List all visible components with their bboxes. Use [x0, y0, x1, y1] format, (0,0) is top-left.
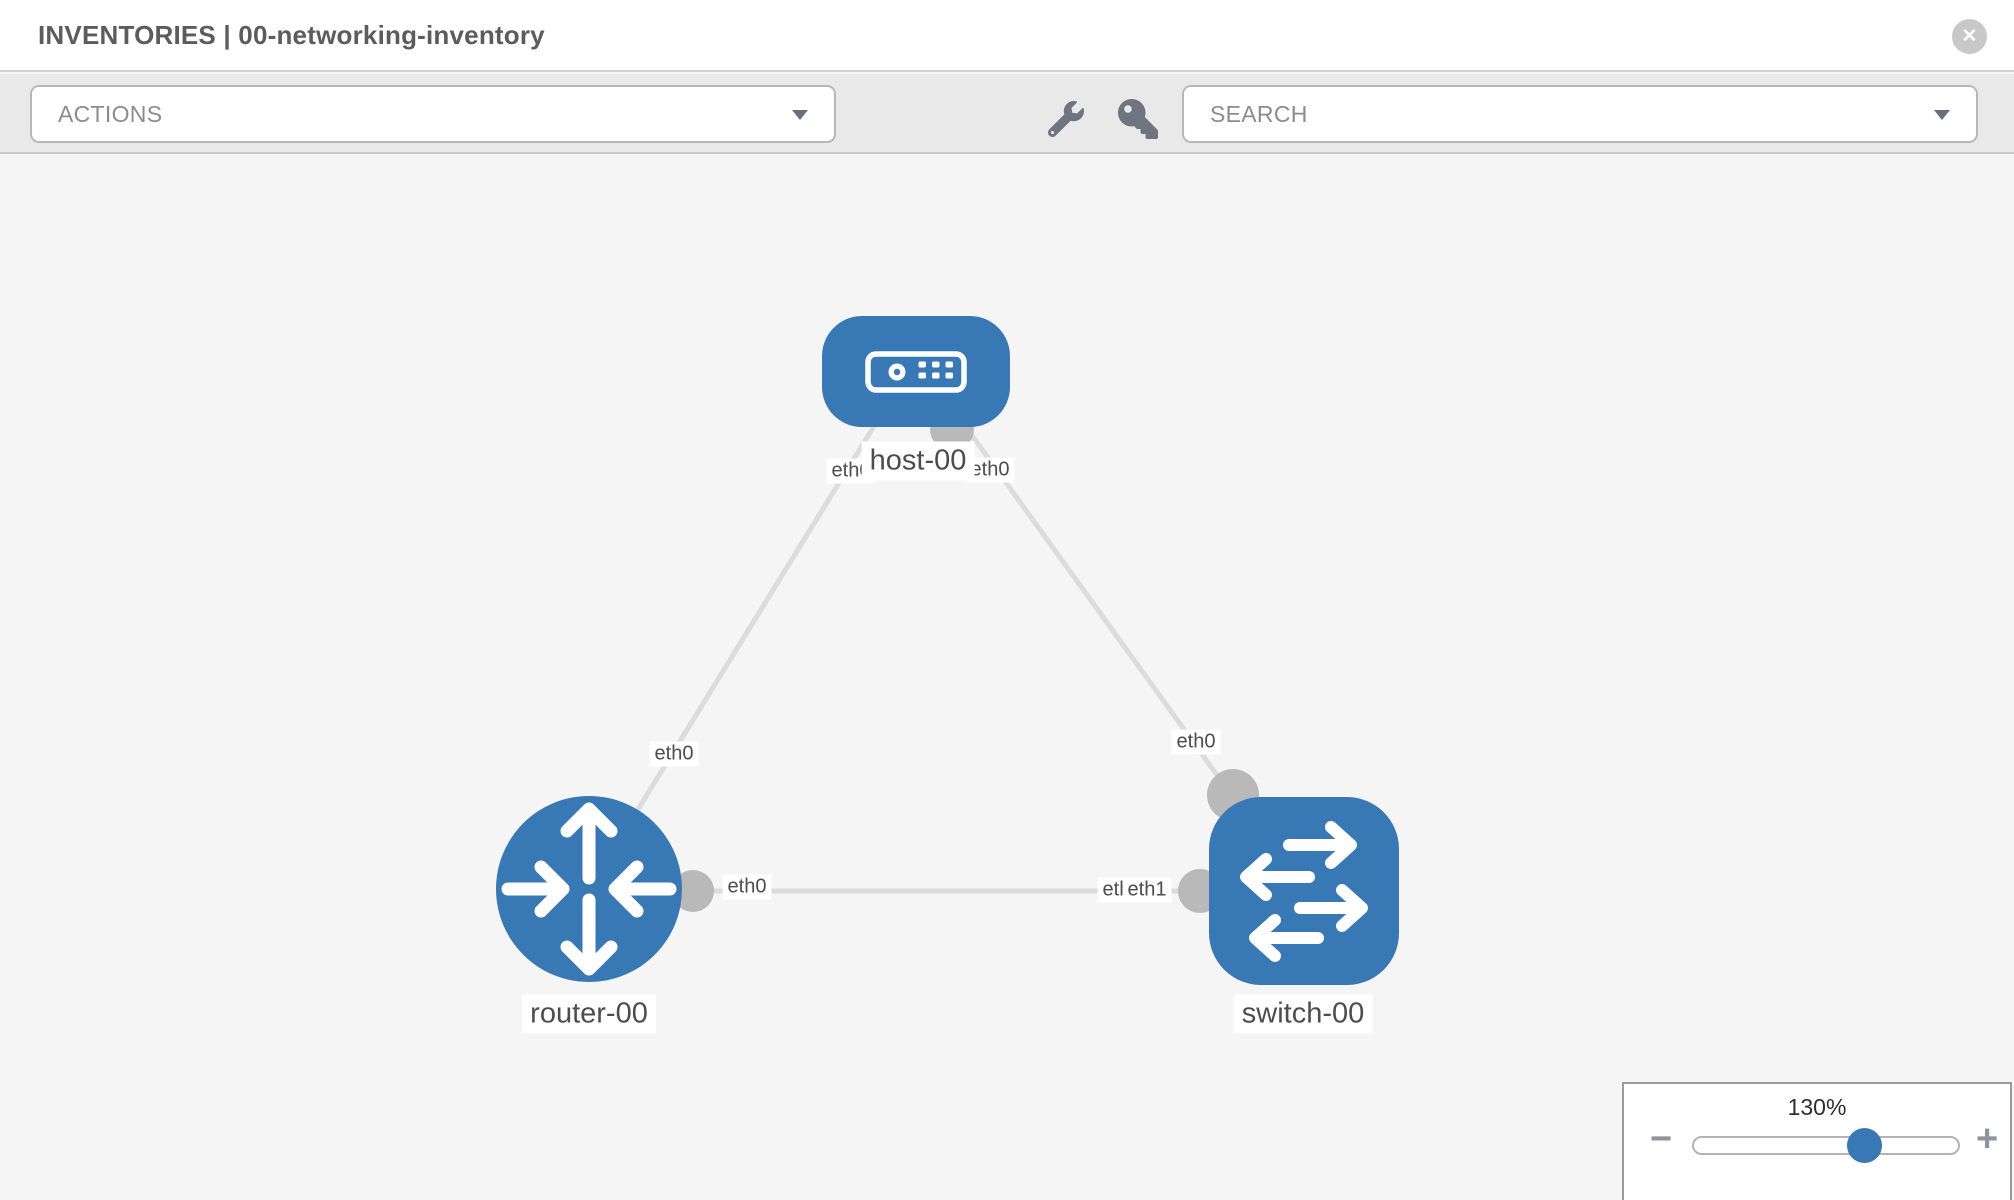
topology-svg	[496, 316, 1399, 985]
switch-icon	[1240, 821, 1368, 962]
key-tool-button[interactable]	[1118, 99, 1158, 139]
iface-label: eth0	[722, 874, 772, 900]
wrench-tool-button[interactable]	[1047, 101, 1084, 138]
iface-label: eth1	[1122, 877, 1172, 903]
topology-canvas[interactable]: eth0 eth0 eth0 eth0 eth0 eth0 eth1 host-…	[0, 156, 2014, 1200]
router-icon	[501, 802, 677, 976]
zoom-control-panel: 130% − +	[1622, 1082, 2012, 1200]
zoom-in-button[interactable]: +	[1976, 1118, 1999, 1160]
close-icon: ✕	[1961, 26, 1978, 47]
node-router[interactable]	[496, 796, 682, 982]
iface-label: eth0	[1171, 729, 1221, 755]
zoom-percentage: 130%	[1787, 1094, 1847, 1120]
chevron-down-icon	[792, 110, 808, 120]
search-dropdown[interactable]: SEARCH	[1182, 85, 1978, 143]
node-switch[interactable]	[1209, 797, 1399, 985]
page-title: INVENTORIES | 00-networking-inventory	[38, 20, 545, 50]
host-icon	[865, 351, 967, 393]
zoom-slider-thumb[interactable]	[1847, 1128, 1882, 1163]
connector-router	[672, 870, 714, 912]
toolbar: ACTIONS SEARCH	[0, 74, 2014, 154]
close-button[interactable]: ✕	[1952, 19, 1987, 54]
header-bar: INVENTORIES | 00-networking-inventory ✕	[0, 0, 2014, 72]
zoom-slider-track[interactable]	[1692, 1136, 1960, 1155]
node-label-switch: switch-00	[1233, 994, 1373, 1034]
connectors-layer	[672, 407, 1259, 913]
wrench-icon	[1047, 101, 1084, 138]
chevron-down-icon	[1934, 110, 1950, 120]
node-label-host: host-00	[861, 441, 975, 481]
node-label-router: router-00	[522, 994, 656, 1034]
key-icon	[1118, 99, 1158, 139]
actions-dropdown[interactable]: ACTIONS	[30, 85, 836, 143]
node-host[interactable]	[822, 316, 1010, 427]
actions-dropdown-label: ACTIONS	[58, 100, 163, 127]
zoom-out-button[interactable]: −	[1650, 1118, 1673, 1160]
iface-label: eth0	[649, 741, 699, 767]
search-dropdown-label: SEARCH	[1210, 100, 1308, 127]
